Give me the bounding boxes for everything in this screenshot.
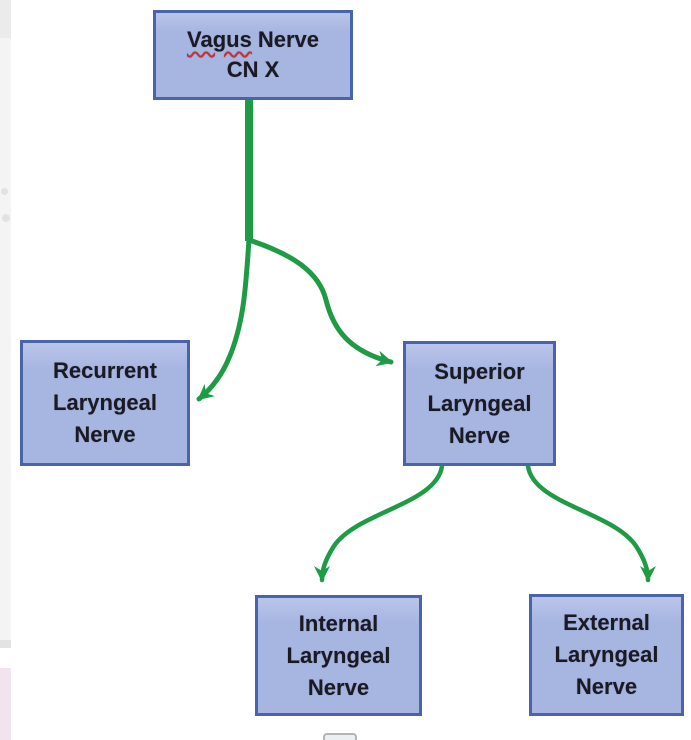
node-label-line: Recurrent bbox=[53, 358, 157, 383]
node-external-laryngeal-nerve: External Laryngeal Nerve bbox=[529, 594, 684, 716]
node-label-line: Internal bbox=[298, 610, 379, 636]
node-label-line: Laryngeal bbox=[554, 642, 659, 667]
node-label-line: Nerve bbox=[448, 422, 511, 448]
page-edge-artifact-main bbox=[0, 38, 11, 643]
node-recurrent-laryngeal-nerve: Recurrent Laryngeal Nerve bbox=[20, 340, 190, 466]
page-edge-artifact-top bbox=[0, 0, 11, 38]
page-edge-smudge bbox=[2, 214, 10, 222]
node-label-line: Nerve bbox=[74, 422, 136, 447]
node-label-line: Superior bbox=[434, 358, 525, 384]
node-label-line: Nerve bbox=[575, 674, 638, 699]
edge-superior-to-external bbox=[525, 463, 656, 583]
node-label-line: Nerve bbox=[307, 674, 370, 700]
page-edge-artifact-pink bbox=[0, 668, 11, 740]
node-label-line: Laryngeal bbox=[427, 390, 532, 416]
page-edge-smudge bbox=[1, 188, 8, 195]
node-label-line: External bbox=[563, 610, 650, 635]
node-superior-laryngeal-nerve: Superior Laryngeal Nerve bbox=[403, 341, 556, 466]
node-internal-laryngeal-nerve: Internal Laryngeal Nerve bbox=[255, 595, 422, 716]
misspelled-word: Vagus bbox=[187, 27, 252, 52]
edge-superior-to-internal bbox=[314, 463, 445, 583]
edge-vagus-to-superior bbox=[249, 238, 394, 367]
node-label-line: Laryngeal bbox=[53, 390, 157, 415]
node-label-line: Laryngeal bbox=[286, 642, 391, 668]
node-label-word: Nerve bbox=[257, 27, 319, 52]
page-edge-artifact-notch bbox=[0, 640, 11, 648]
clipped-ui-artifact bbox=[323, 733, 357, 740]
edge-vagus-to-recurrent bbox=[196, 236, 252, 402]
node-label-line: CN X bbox=[226, 57, 280, 82]
